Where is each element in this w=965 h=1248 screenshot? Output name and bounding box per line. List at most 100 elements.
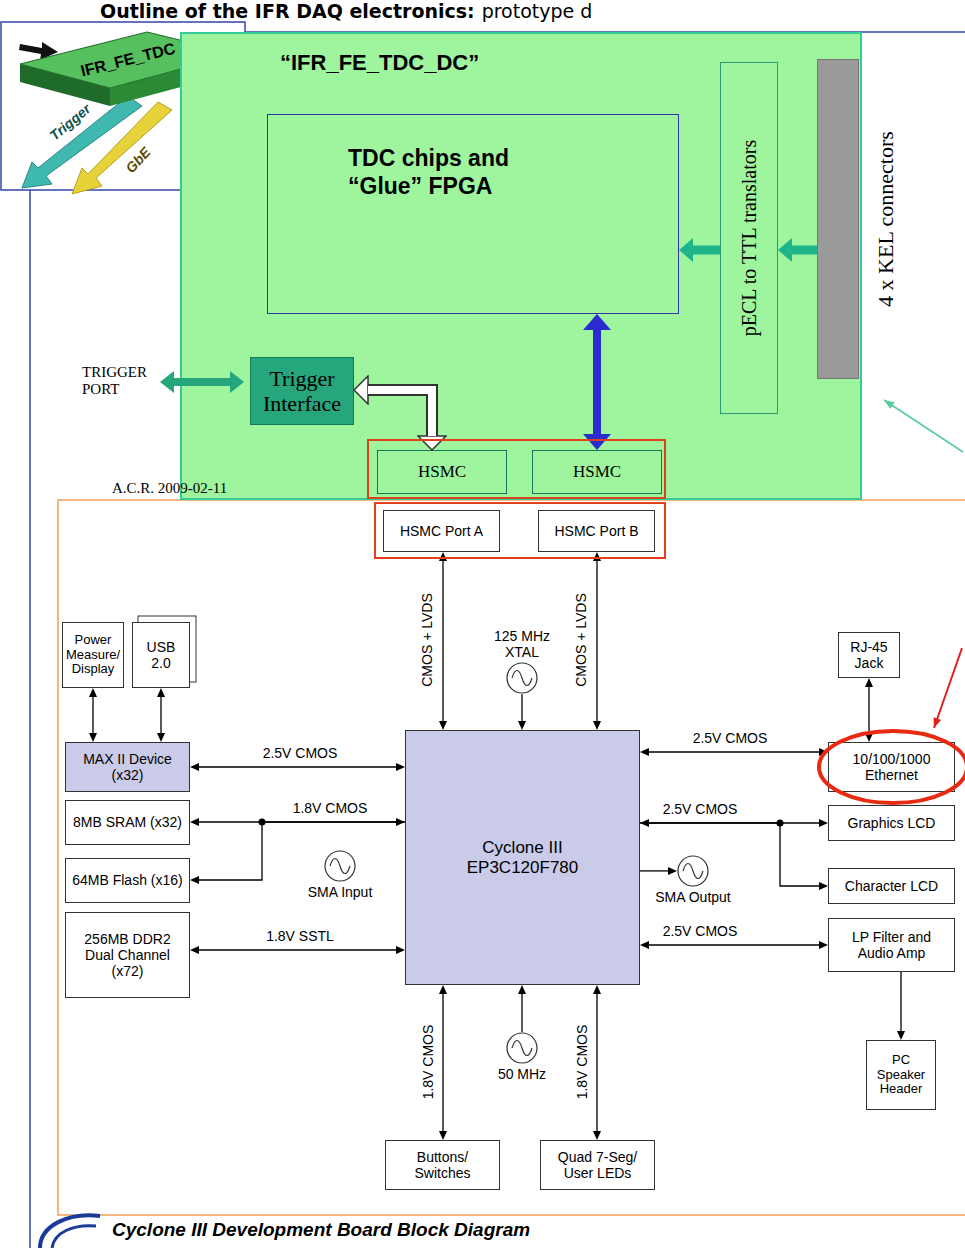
interface-box: Trigger Interface bbox=[250, 357, 354, 425]
bus-label: CMOS + LVDS bbox=[420, 591, 435, 689]
oscillator: 50 MHz bbox=[482, 1022, 562, 1082]
bus-label: CMOS + LVDS bbox=[574, 591, 589, 689]
oscillator-symbol bbox=[506, 662, 538, 694]
fpga-chip: Cyclone III EP3C120F780 bbox=[405, 730, 640, 985]
connector bbox=[442, 561, 443, 721]
translator-box: pECL to TTL translators bbox=[720, 62, 778, 414]
connector-bar: 4 x KEL connectors bbox=[817, 59, 859, 379]
connector bbox=[792, 246, 817, 255]
box-label: HSMC Port B bbox=[554, 523, 638, 539]
oscillator: 125 MHz XTAL bbox=[482, 628, 562, 700]
box-label: 256MB DDR2 Dual Channel (x72) bbox=[71, 931, 184, 979]
junction-dot bbox=[259, 819, 266, 826]
vertical-label: 4 x KEL connectors bbox=[873, 131, 899, 307]
box-label: Trigger Interface bbox=[256, 366, 348, 417]
bus-label: 2.5V CMOS bbox=[261, 746, 340, 761]
port-label: TRIGGER PORT bbox=[82, 364, 158, 399]
hsmc-outline bbox=[375, 503, 665, 558]
component-box: 256MB DDR2 Dual Channel (x72) bbox=[65, 912, 190, 998]
board-panel: TDC chips and “Glue” FPGA pECL to TTL tra… bbox=[180, 32, 862, 500]
bus-label: 1.8V CMOS bbox=[291, 801, 370, 816]
component-box: Graphics LCD bbox=[828, 805, 955, 841]
slide-title: Outline of the IFR DAQ electronics: bbox=[100, 0, 475, 22]
component-box: 10/100/1000 Ethernet bbox=[828, 742, 955, 792]
component-box: PC Speaker Header bbox=[866, 1040, 936, 1110]
bus-label: 1.8V CMOS bbox=[421, 1023, 436, 1102]
component-box: USB 2.0 bbox=[132, 622, 190, 688]
box-label: PC Speaker Header bbox=[870, 1053, 932, 1098]
oscillator-label: 125 MHz XTAL bbox=[482, 628, 562, 660]
port-box: HSMC Port A bbox=[383, 510, 500, 552]
trigger-port-arrow bbox=[174, 378, 230, 386]
box-label: RJ-45 Jack bbox=[844, 639, 894, 671]
oscillator-symbol bbox=[324, 850, 356, 882]
arrow-label: Trigger bbox=[46, 100, 93, 143]
oscillator-label: SMA Output bbox=[655, 889, 730, 905]
box-label: 64MB Flash (x16) bbox=[72, 872, 182, 888]
diagram-caption: Cyclone III Development Board Block Diag… bbox=[112, 1219, 530, 1241]
box-label: Character LCD bbox=[845, 878, 938, 894]
box-label: Buttons/ Switches bbox=[391, 1149, 494, 1181]
box-label: MAX II Device (x32) bbox=[71, 751, 184, 783]
box-label: Cyclone III EP3C120F780 bbox=[448, 838, 598, 877]
bus-label: 2.5V CMOS bbox=[661, 802, 740, 817]
component-box: Character LCD bbox=[828, 868, 955, 904]
port-box: HSMC Port B bbox=[538, 510, 655, 552]
sma-connector: SMA Output bbox=[650, 843, 736, 905]
component-box: 8MB SRAM (x32) bbox=[65, 800, 190, 845]
box-label: USB 2.0 bbox=[138, 639, 184, 671]
connector bbox=[442, 994, 443, 1131]
bus-label: 2.5V CMOS bbox=[661, 924, 740, 939]
title-continuation: prototype d bbox=[482, 0, 593, 22]
connector bbox=[900, 972, 901, 1031]
oscillator-label: 50 MHz bbox=[498, 1066, 546, 1082]
connector bbox=[199, 821, 396, 822]
component-box: Buttons/ Switches bbox=[385, 1140, 500, 1190]
pointer-arrow bbox=[884, 400, 963, 452]
connector bbox=[596, 561, 597, 721]
board-title: “IFR_FE_TDC_DC” bbox=[280, 50, 479, 76]
dev-board-outline bbox=[58, 500, 965, 1215]
highlight-ellipse bbox=[819, 731, 965, 803]
connector bbox=[368, 390, 432, 436]
oscillator-symbol bbox=[506, 1032, 538, 1064]
box-label: 10/100/1000 Ethernet bbox=[834, 751, 949, 783]
block-label: TDC chips and “Glue” FPGA bbox=[348, 145, 563, 200]
connector bbox=[92, 697, 93, 733]
component-box: RJ-45 Jack bbox=[838, 632, 900, 678]
connector bbox=[693, 246, 720, 255]
connector-box: HSMC bbox=[377, 450, 507, 494]
box-label: Power Measure/ Display bbox=[66, 633, 120, 678]
box-label: LP Filter and Audio Amp bbox=[834, 929, 949, 961]
connector bbox=[649, 751, 819, 752]
box-label: Graphics LCD bbox=[848, 815, 936, 831]
box-label: HSMC bbox=[418, 462, 466, 482]
component-box: Quad 7-Seg/ User LEDs bbox=[540, 1140, 655, 1190]
box-label: HSMC Port A bbox=[400, 523, 483, 539]
bus-label: 1.8V SSTL bbox=[264, 929, 336, 944]
connector bbox=[199, 766, 396, 767]
hsmc-outline bbox=[368, 440, 665, 498]
component-box: LP Filter and Audio Amp bbox=[828, 918, 955, 972]
connector-box: HSMC bbox=[532, 450, 662, 494]
connector bbox=[596, 994, 597, 1131]
connector bbox=[199, 822, 405, 880]
connector-inner bbox=[368, 390, 432, 436]
connector bbox=[521, 994, 522, 1032]
box-label: Quad 7-Seg/ User LEDs bbox=[546, 1149, 649, 1181]
pointer-arrow bbox=[934, 648, 962, 728]
component-box: MAX II Device (x32) bbox=[65, 742, 190, 792]
connector bbox=[199, 949, 396, 950]
component-box: Power Measure/ Display bbox=[62, 622, 124, 688]
component-box: 64MB Flash (x16) bbox=[65, 858, 190, 903]
connector bbox=[521, 694, 522, 721]
oscillator-symbol bbox=[677, 855, 709, 887]
connector bbox=[868, 687, 869, 733]
altera-logo bbox=[40, 1215, 100, 1248]
box-label: 8MB SRAM (x32) bbox=[73, 814, 182, 830]
sma-connector: SMA Input bbox=[295, 838, 385, 900]
bus-label: 2.5V CMOS bbox=[691, 731, 770, 746]
connector bbox=[640, 870, 668, 871]
